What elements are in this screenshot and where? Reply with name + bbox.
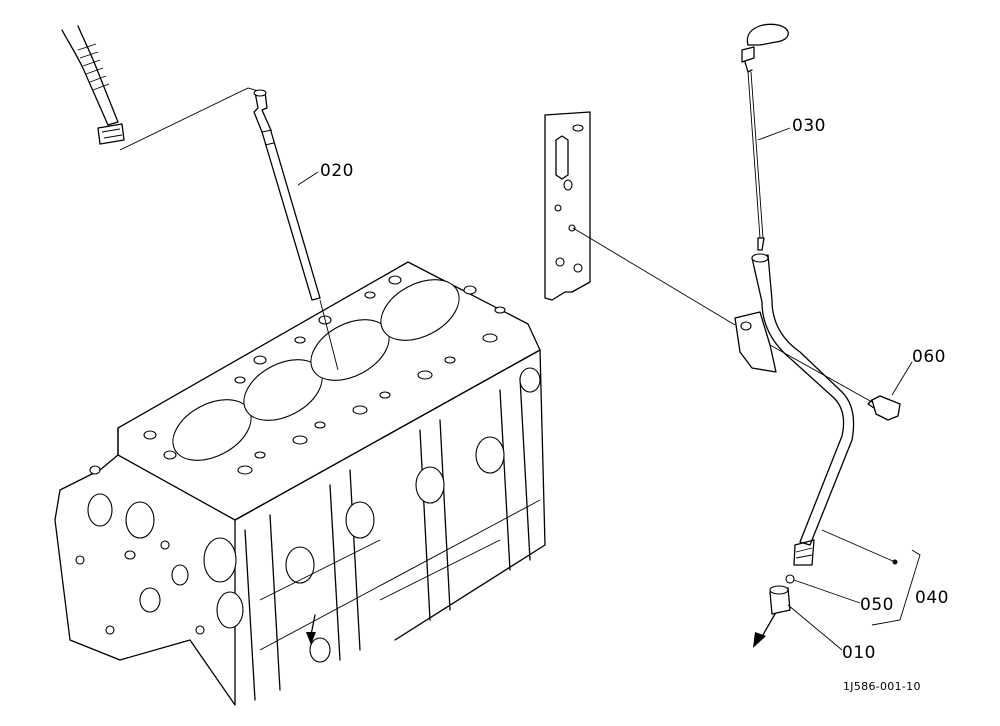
deck-holes xyxy=(143,275,506,475)
leader-plate-bracket xyxy=(572,227,736,326)
mounting-plate xyxy=(544,111,591,301)
callout-030: 030 xyxy=(792,116,826,136)
dipstick-guide-pipe-040 xyxy=(734,253,855,566)
dipstick-030 xyxy=(741,23,789,251)
callout-060: 060 xyxy=(912,347,946,367)
pipe-end-010 xyxy=(753,585,791,648)
callout-010: 010 xyxy=(842,643,876,663)
leader-020-block xyxy=(319,299,339,371)
figure-reference: 1J586-001-10 xyxy=(843,680,921,693)
callout-040: 040 xyxy=(915,588,949,608)
callout-050: 050 xyxy=(860,595,894,615)
bolt-060 xyxy=(867,395,901,421)
dipstick-guide-tube-020 xyxy=(253,89,321,301)
hose-clamp-assembly xyxy=(61,25,263,151)
engine-block xyxy=(54,261,546,706)
o-ring-050 xyxy=(785,574,795,584)
block-side-face xyxy=(75,465,244,635)
callout-leaders xyxy=(297,127,921,651)
callout-020: 020 xyxy=(320,161,354,181)
leader-bracket-bolt xyxy=(769,344,873,403)
